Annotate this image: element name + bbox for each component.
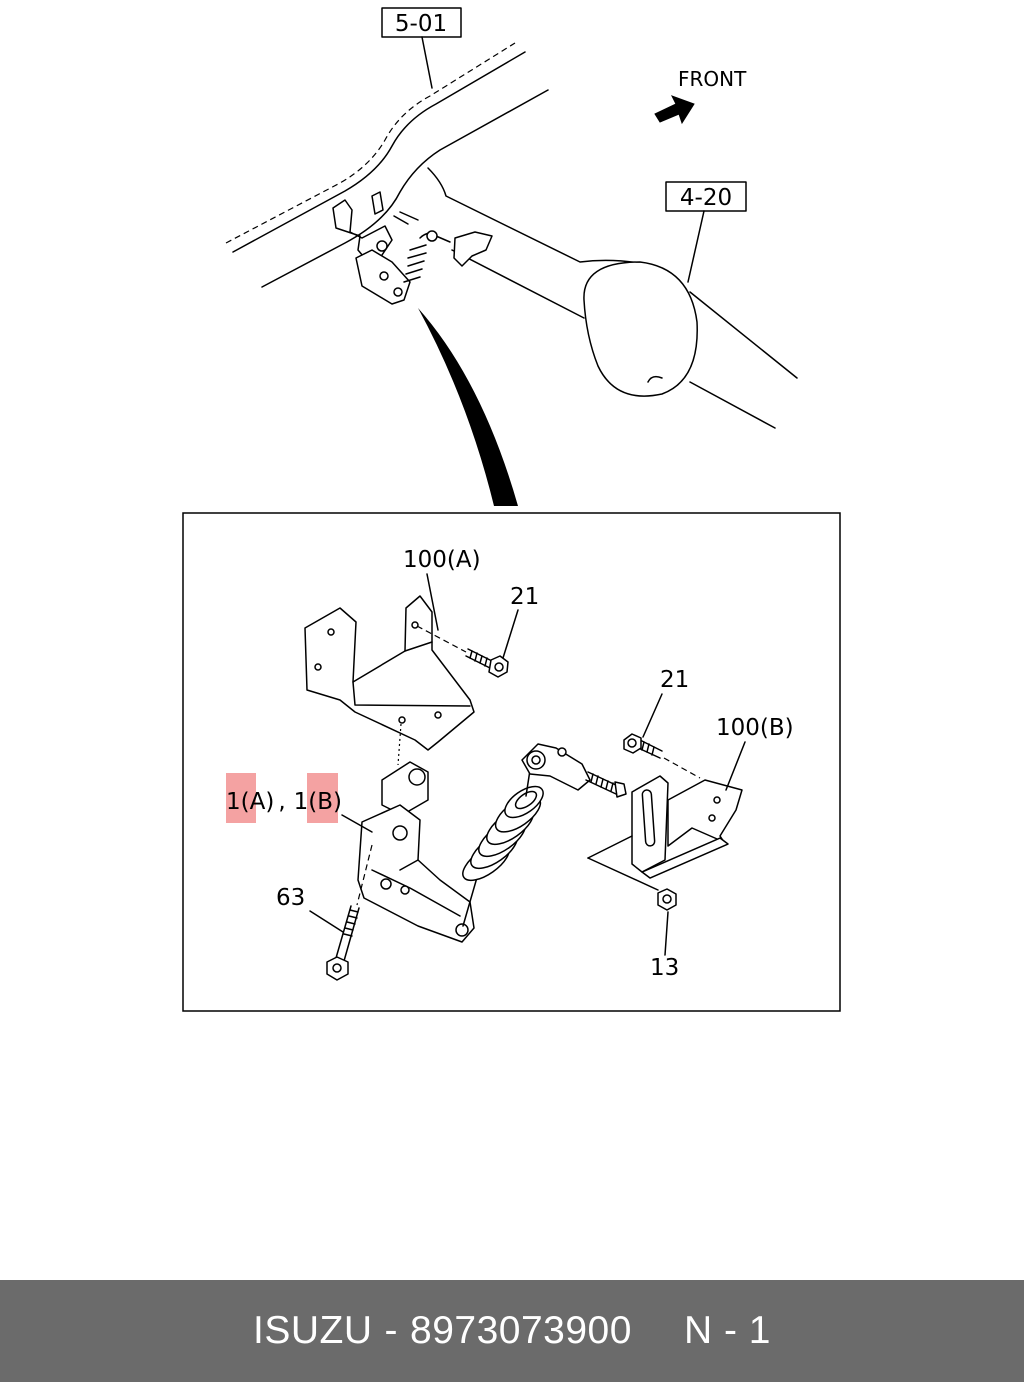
- leader-bolt-right: [642, 693, 663, 738]
- front-direction-indicator: FRONT: [654, 67, 747, 125]
- front-label: FRONT: [678, 67, 747, 91]
- axle-housing: [427, 167, 798, 429]
- bolt-right[interactable]: [623, 733, 701, 779]
- callout-bolt-right[interactable]: 21: [660, 667, 689, 693]
- overview-sensor-assembly: [332, 191, 493, 305]
- reference-frame-label: 5-01: [395, 11, 447, 37]
- leader-bracket-b: [725, 741, 746, 791]
- callout-bolt-upper[interactable]: 21: [510, 584, 539, 610]
- link-rod: [521, 743, 627, 798]
- detail-leader-curve: [418, 308, 518, 506]
- footer-brand: ISUZU: [253, 1309, 373, 1352]
- detail-inset-frame: [182, 512, 841, 1012]
- leader-bolt-upper: [502, 609, 519, 659]
- footer-page: N - 1: [683, 1309, 771, 1352]
- callout-sensor-b: 1(B): [294, 789, 342, 815]
- bolt-upper[interactable]: [416, 625, 509, 678]
- callout-bracket-a[interactable]: 100(A): [403, 547, 481, 573]
- callout-sensor-a: 1(A): [226, 789, 274, 815]
- frame-rail: [225, 42, 549, 288]
- callout-nut[interactable]: 13: [650, 955, 679, 981]
- reference-axle-callout[interactable]: 4-20: [665, 181, 747, 283]
- callout-separator: ,: [278, 789, 285, 815]
- leader-bracket-a: [426, 573, 439, 631]
- callout-bracket-b[interactable]: 100(B): [716, 715, 794, 741]
- front-arrow-icon: [654, 95, 695, 125]
- leader-sensor: [341, 814, 373, 833]
- reference-frame-callout[interactable]: 5-01: [381, 7, 462, 89]
- bolt-long[interactable]: [326, 905, 360, 981]
- bracket-100b[interactable]: [587, 775, 743, 891]
- footer-separator: -: [384, 1309, 399, 1352]
- height-sensor-assembly[interactable]: [356, 723, 475, 943]
- rubber-boot: [462, 769, 544, 927]
- leader-nut: [664, 911, 669, 956]
- highlight-marks: [226, 773, 338, 823]
- nut[interactable]: [657, 888, 677, 911]
- highlight-mark: [226, 773, 256, 823]
- parts-diagram: 5-01 FRONT 4-20: [182, 7, 841, 1012]
- callout-sensor[interactable]: 1(A), 1(B): [226, 789, 342, 815]
- reference-axle-label: 4-20: [680, 185, 732, 211]
- callout-bolt-long[interactable]: 63: [276, 885, 305, 911]
- bracket-100a[interactable]: [304, 595, 475, 751]
- leader-bolt-long: [309, 910, 344, 933]
- footer-part-number: 8973073900: [410, 1309, 632, 1352]
- footer-bar: ISUZU - 8973073900 N - 1: [0, 1280, 1024, 1382]
- highlight-mark: [307, 773, 338, 823]
